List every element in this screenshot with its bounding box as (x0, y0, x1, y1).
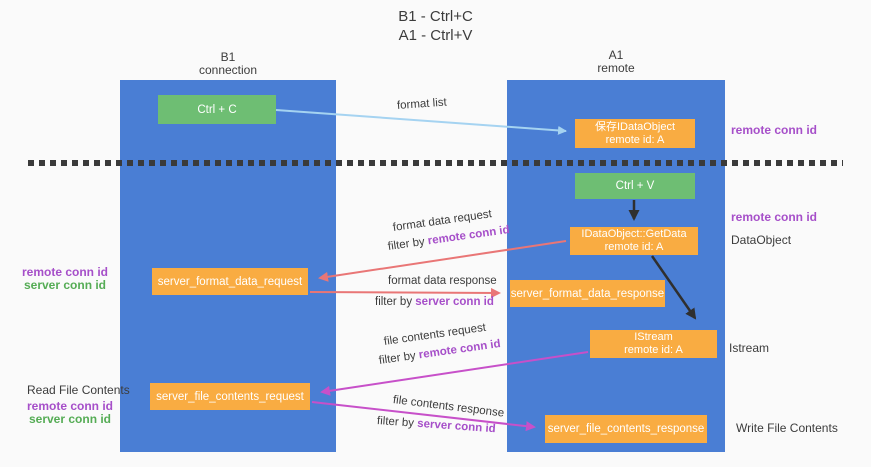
node-server-format-data-response: server_format_data_response (510, 280, 665, 307)
lane-a1-name: A1 (608, 48, 624, 62)
server-conn-id-text-2: server conn id (416, 417, 497, 436)
node-getdata-line2: remote id: A (604, 241, 664, 253)
node-getdata: IDataObject::GetData remote id: A (570, 227, 698, 255)
filter-by-text-2: filter by (375, 296, 413, 308)
edge-label-format-list: format list (396, 96, 448, 112)
annotation-remote-conn-id-right-top: remote conn id (731, 123, 818, 137)
node-server-file-contents-request: server_file_contents_request (150, 383, 310, 410)
annotation-server-conn-id-left-bottom: server conn id (28, 412, 112, 426)
annotation-read-file-contents: Read File Contents (27, 383, 130, 397)
filter-by-text-3: filter by (378, 349, 417, 367)
edge-label-format-data-response: format data response (388, 275, 497, 287)
node-server-format-data-request-label: server_format_data_request (157, 275, 303, 288)
edge-label-file-contents-response: file contents response (392, 394, 505, 420)
node-istream-line1: IStream (634, 331, 673, 343)
node-save-dataobject-line2: remote id: A (605, 133, 665, 146)
arrow-format-data-response (309, 287, 501, 298)
lane-header-b1: B1 connection (120, 51, 336, 77)
lane-header-a1: A1 remote (507, 49, 725, 75)
node-server-format-data-request: server_format_data_request (152, 268, 308, 295)
node-istream: IStream remote id: A (590, 330, 717, 358)
annotation-write-file-contents: Write File Contents (736, 421, 838, 435)
edge-label-filter-server-1: filter by server conn id (375, 296, 494, 308)
dashed-divider (28, 160, 843, 166)
node-ctrl-v: Ctrl + V (575, 173, 695, 199)
annotation-remote-conn-id-right-mid: remote conn id (731, 210, 818, 224)
node-ctrl-c: Ctrl + C (158, 95, 276, 124)
lane-a1-role: remote (597, 61, 635, 75)
annotation-remote-conn-id-left-top: remote conn id (21, 265, 108, 279)
lane-b1-name: B1 (220, 50, 236, 64)
node-ctrl-c-label: Ctrl + C (197, 103, 237, 116)
filter-by-text-4: filter by (376, 415, 415, 430)
server-conn-id-text-1: server conn id (415, 296, 494, 308)
title-line-2: A1 - Ctrl+V (398, 27, 473, 44)
annotation-server-conn-id-left-top: server conn id (23, 278, 107, 292)
filter-by-text-1: filter by (387, 235, 426, 253)
node-server-format-data-response-label: server_format_data_response (510, 287, 665, 300)
node-save-dataobject: 保存IDataObject remote id: A (575, 119, 695, 148)
node-server-file-contents-request-label: server_file_contents_request (156, 390, 304, 403)
node-getdata-line1: IDataObject::GetData (581, 228, 687, 240)
annotation-conn-ids-left-bottom: remote conn id server conn id (20, 400, 120, 426)
node-server-file-contents-response: server_file_contents_response (545, 415, 707, 443)
node-server-file-contents-response-label: server_file_contents_response (547, 423, 705, 435)
annotation-dataobject: DataObject (731, 233, 792, 247)
node-ctrl-v-label: Ctrl + V (615, 180, 655, 192)
annotation-remote-conn-id-left-bottom: remote conn id (26, 399, 113, 413)
lane-b1-role: connection (198, 63, 258, 77)
title-line-1: B1 - Ctrl+C (398, 8, 473, 25)
annotation-istream: Istream (729, 341, 770, 355)
node-istream-line2: remote id: A (624, 344, 683, 356)
annotation-conn-ids-left-top: remote conn id server conn id (15, 266, 115, 292)
edge-label-filter-server-2: filter by server conn id (377, 415, 496, 435)
diagram-title: B1 - Ctrl+C A1 - Ctrl+V (0, 7, 871, 45)
node-save-dataobject-line1: 保存IDataObject (594, 120, 676, 133)
